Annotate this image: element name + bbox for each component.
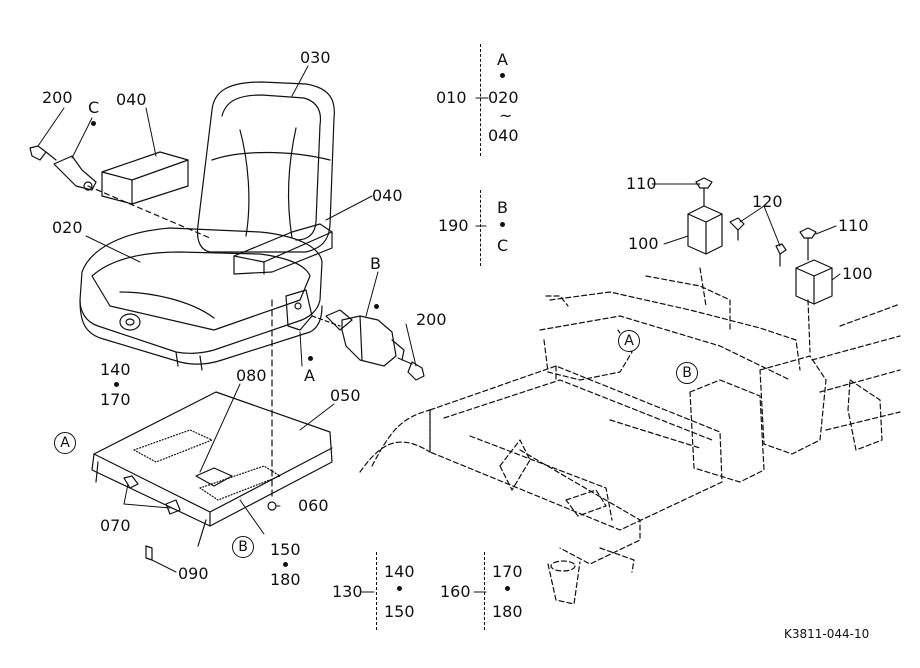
leader-lines: [38, 66, 840, 592]
separator-dot: [91, 121, 96, 126]
ref-a-seat: A: [304, 366, 315, 385]
drawing-id: K3811-044-10: [784, 627, 870, 641]
part-060: 060: [298, 496, 329, 515]
separator-dot: [505, 586, 510, 591]
separator-dot: [283, 562, 288, 567]
part-100-b: 100: [842, 264, 873, 283]
group-brace-130: [376, 552, 377, 630]
part-020: 020: [52, 218, 83, 237]
part-150-group: 150: [384, 602, 415, 621]
part-030: 030: [300, 48, 331, 67]
ref-c-left: C: [88, 98, 100, 117]
callout-a-left: A: [54, 432, 76, 454]
part-200-right: 200: [416, 310, 447, 329]
group-ref-a: A: [497, 50, 508, 69]
separator-dot: [114, 382, 119, 387]
range-tilde: ~: [499, 106, 513, 125]
callout-b-frame: B: [676, 362, 698, 384]
separator-dot: [500, 222, 505, 227]
part-110-b: 110: [838, 216, 869, 235]
separator-dot: [500, 73, 505, 78]
ref-b-seat: B: [370, 254, 381, 273]
part-110-a: 110: [626, 174, 657, 193]
separator-dot: [397, 586, 402, 591]
part-160: 160: [440, 582, 471, 601]
separator-dot: [374, 304, 379, 309]
group-brace-190: [480, 190, 481, 266]
part-100-a: 100: [628, 234, 659, 253]
seat-drawing: [30, 82, 424, 498]
part-090: 090: [178, 564, 209, 583]
part-170-top: 170: [100, 390, 131, 409]
part-080: 080: [236, 366, 267, 385]
part-130: 130: [332, 582, 363, 601]
group-brace-010: [480, 44, 481, 156]
machine-frame-drawing: [360, 268, 900, 604]
part-190: 190: [438, 216, 469, 235]
part-050: 050: [330, 386, 361, 405]
part-040-range: 040: [488, 126, 519, 145]
part-150-mid: 150: [270, 540, 301, 559]
part-040-right: 040: [372, 186, 403, 205]
group-brace-160: [484, 552, 485, 630]
part-140-group: 140: [384, 562, 415, 581]
callout-b-left: B: [232, 536, 254, 558]
part-180-mid: 180: [270, 570, 301, 589]
part-010: 010: [436, 88, 467, 107]
group-ref-c: C: [497, 236, 509, 255]
part-170-group: 170: [492, 562, 523, 581]
callout-a-frame: A: [618, 330, 640, 352]
isolators-drawing: [688, 178, 832, 304]
part-040-left: 040: [116, 90, 147, 109]
part-180-group: 180: [492, 602, 523, 621]
part-070: 070: [100, 516, 131, 535]
part-120: 120: [752, 192, 783, 211]
part-140-top: 140: [100, 360, 131, 379]
part-200-left: 200: [42, 88, 73, 107]
group-ref-b: B: [497, 198, 508, 217]
separator-dot: [308, 356, 313, 361]
part-020-range: 020: [488, 88, 519, 107]
